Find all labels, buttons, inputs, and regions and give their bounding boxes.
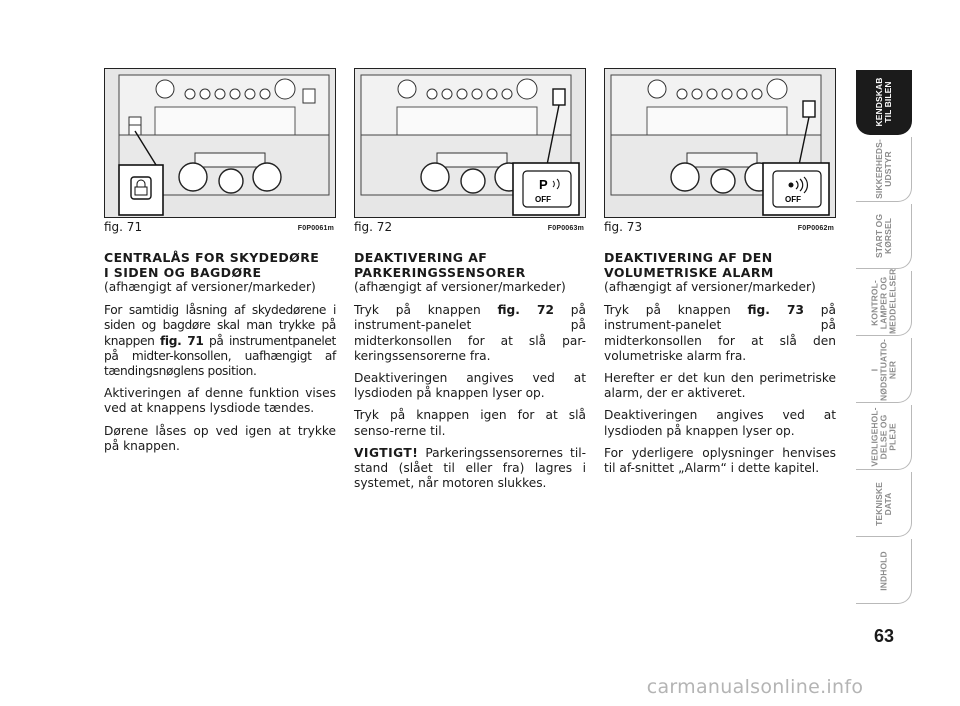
figure-label: fig. 73 bbox=[604, 220, 643, 234]
tab-label: SIKKERHEDS- UDSTYR bbox=[873, 139, 893, 199]
paragraph: For yderligere oplysninger henvises til … bbox=[604, 445, 836, 476]
tab-label: KENDSKAB TIL BILEN bbox=[873, 77, 893, 127]
text: For samtidig låsning af skydedørene i si… bbox=[104, 303, 336, 348]
figure-code: F0P0062m bbox=[797, 225, 834, 232]
dashboard-illustration: OFF bbox=[610, 74, 830, 216]
alarm-sensor-icon bbox=[788, 176, 808, 194]
text: på instrument-panelet på midterkonsollen… bbox=[354, 303, 586, 363]
tab-tekniske-data[interactable]: TEKNISKE DATA bbox=[856, 472, 912, 537]
paragraph: Aktiveringen af denne funktion vises ved… bbox=[104, 386, 336, 416]
figure-code: F0P0061m bbox=[297, 225, 334, 232]
text: på instrument-panelet på midterkonsollen… bbox=[604, 303, 836, 363]
section-subtitle: (afhængigt af versioner/markeder) bbox=[604, 280, 816, 294]
paragraph: Deaktiveringen angives ved at lysdioden … bbox=[604, 408, 836, 438]
section-title: DEAKTIVERING AF DEN VOLUMETRISKE ALARM bbox=[604, 250, 836, 280]
tab-label: INDHOLD bbox=[878, 551, 888, 591]
title-line: DEAKTIVERING AF DEN bbox=[604, 250, 773, 265]
figure-reference: fig. 73 bbox=[747, 303, 804, 318]
tab-label: KONTROL- LAMPER OG MEDDELELSER bbox=[869, 268, 897, 334]
tab-kontrollamper[interactable]: KONTROL- LAMPER OG MEDDELELSER bbox=[856, 268, 912, 336]
tab-sikkerhedsudstyr[interactable]: SIKKERHEDS- UDSTYR bbox=[856, 137, 912, 202]
tab-label: START OG KØRSEL bbox=[873, 213, 893, 259]
text: Tryk på knappen bbox=[354, 303, 498, 318]
figure-71 bbox=[104, 68, 336, 218]
figure-code: F0P0063m bbox=[547, 225, 584, 232]
tab-vedligeholdelse[interactable]: VEDLIGEHOL- DELSE OG PLEJE bbox=[856, 405, 912, 470]
paragraph: Dørene låses op ved igen at trykke på kn… bbox=[104, 423, 336, 453]
dashboard-illustration: P OFF bbox=[360, 74, 580, 216]
watermark: carmanualsonline.info bbox=[646, 676, 864, 698]
figure-label: fig. 72 bbox=[354, 220, 393, 234]
section-subtitle: (afhængigt af versioner/markeder) bbox=[104, 280, 316, 294]
figure-caption-73: fig. 73 F0P0062m bbox=[604, 219, 834, 235]
page-number: 63 bbox=[873, 626, 895, 646]
paragraph: Deaktiveringen angives ved at lysdioden … bbox=[354, 371, 586, 401]
paragraph: Herefter er det kun den perimetriske ala… bbox=[604, 371, 836, 401]
text: Tryk på knappen bbox=[604, 303, 748, 318]
figure-73: OFF bbox=[604, 68, 836, 218]
tab-nodsituationer[interactable]: I NØDSITUATIO- NER bbox=[856, 338, 912, 403]
title-line: I SIDEN OG BAGDØRE bbox=[104, 265, 262, 280]
title-line: CENTRALÅS FOR SKYDEDØRE bbox=[104, 250, 320, 265]
tab-label: VEDLIGEHOL- DELSE OG PLEJE bbox=[869, 407, 897, 467]
paragraph: Tryk på knappen igen for at slå senso-re… bbox=[354, 408, 586, 438]
tab-kendskab-til-bilen[interactable]: KENDSKAB TIL BILEN bbox=[856, 70, 912, 135]
figure-label: fig. 71 bbox=[104, 220, 143, 234]
figure-caption-72: fig. 72 F0P0063m bbox=[354, 219, 584, 235]
section-title: DEAKTIVERING AF PARKERINGSSENSORER bbox=[354, 250, 586, 280]
title-line: DEAKTIVERING AF bbox=[354, 250, 488, 265]
tab-label: TEKNISKE DATA bbox=[873, 482, 893, 526]
paragraph: For samtidig låsning af skydedørene i si… bbox=[104, 303, 336, 379]
section-central-lock: CENTRALÅS FOR SKYDEDØRE I SIDEN OG BAGDØ… bbox=[104, 250, 336, 461]
important-note: VIGTIGT! Parkeringssensorernes til-stand… bbox=[354, 446, 586, 492]
callout-off-label: OFF bbox=[535, 195, 551, 204]
figure-reference: fig. 71 bbox=[159, 333, 204, 348]
section-title: CENTRALÅS FOR SKYDEDØRE I SIDEN OG BAGDØ… bbox=[104, 250, 336, 280]
section-subtitle: (afhængigt af versioner/markeder) bbox=[354, 280, 566, 294]
tab-start-og-korsel[interactable]: START OG KØRSEL bbox=[856, 204, 912, 269]
title-line: PARKERINGSSENSORER bbox=[354, 265, 526, 280]
dashboard-illustration bbox=[118, 74, 330, 216]
section-volumetric-alarm: DEAKTIVERING AF DEN VOLUMETRISKE ALARM (… bbox=[604, 250, 836, 483]
lock-icon bbox=[130, 176, 152, 200]
note-text: Parkeringssensorernes til-stand (slået t… bbox=[354, 445, 586, 491]
figure-reference: fig. 72 bbox=[497, 303, 554, 318]
title-line: VOLUMETRISKE ALARM bbox=[604, 265, 774, 280]
section-parking-sensors: DEAKTIVERING AF PARKERINGSSENSORER (afhæ… bbox=[354, 250, 586, 498]
text: på instrumentpanelet på midter-konsollen… bbox=[104, 333, 336, 379]
figure-72: P OFF bbox=[354, 68, 586, 218]
note-label: VIGTIGT! bbox=[354, 445, 419, 460]
callout-off-label: OFF bbox=[785, 195, 801, 204]
tab-label: I NØDSITUATIO- NER bbox=[869, 339, 897, 401]
tab-indhold[interactable]: INDHOLD bbox=[856, 539, 912, 604]
parking-icon: P bbox=[539, 177, 548, 192]
paragraph: Tryk på knappen fig. 73 på instrument-pa… bbox=[604, 303, 836, 364]
figure-caption-71: fig. 71 F0P0061m bbox=[104, 219, 334, 235]
paragraph: Tryk på knappen fig. 72 på instrument-pa… bbox=[354, 303, 586, 364]
